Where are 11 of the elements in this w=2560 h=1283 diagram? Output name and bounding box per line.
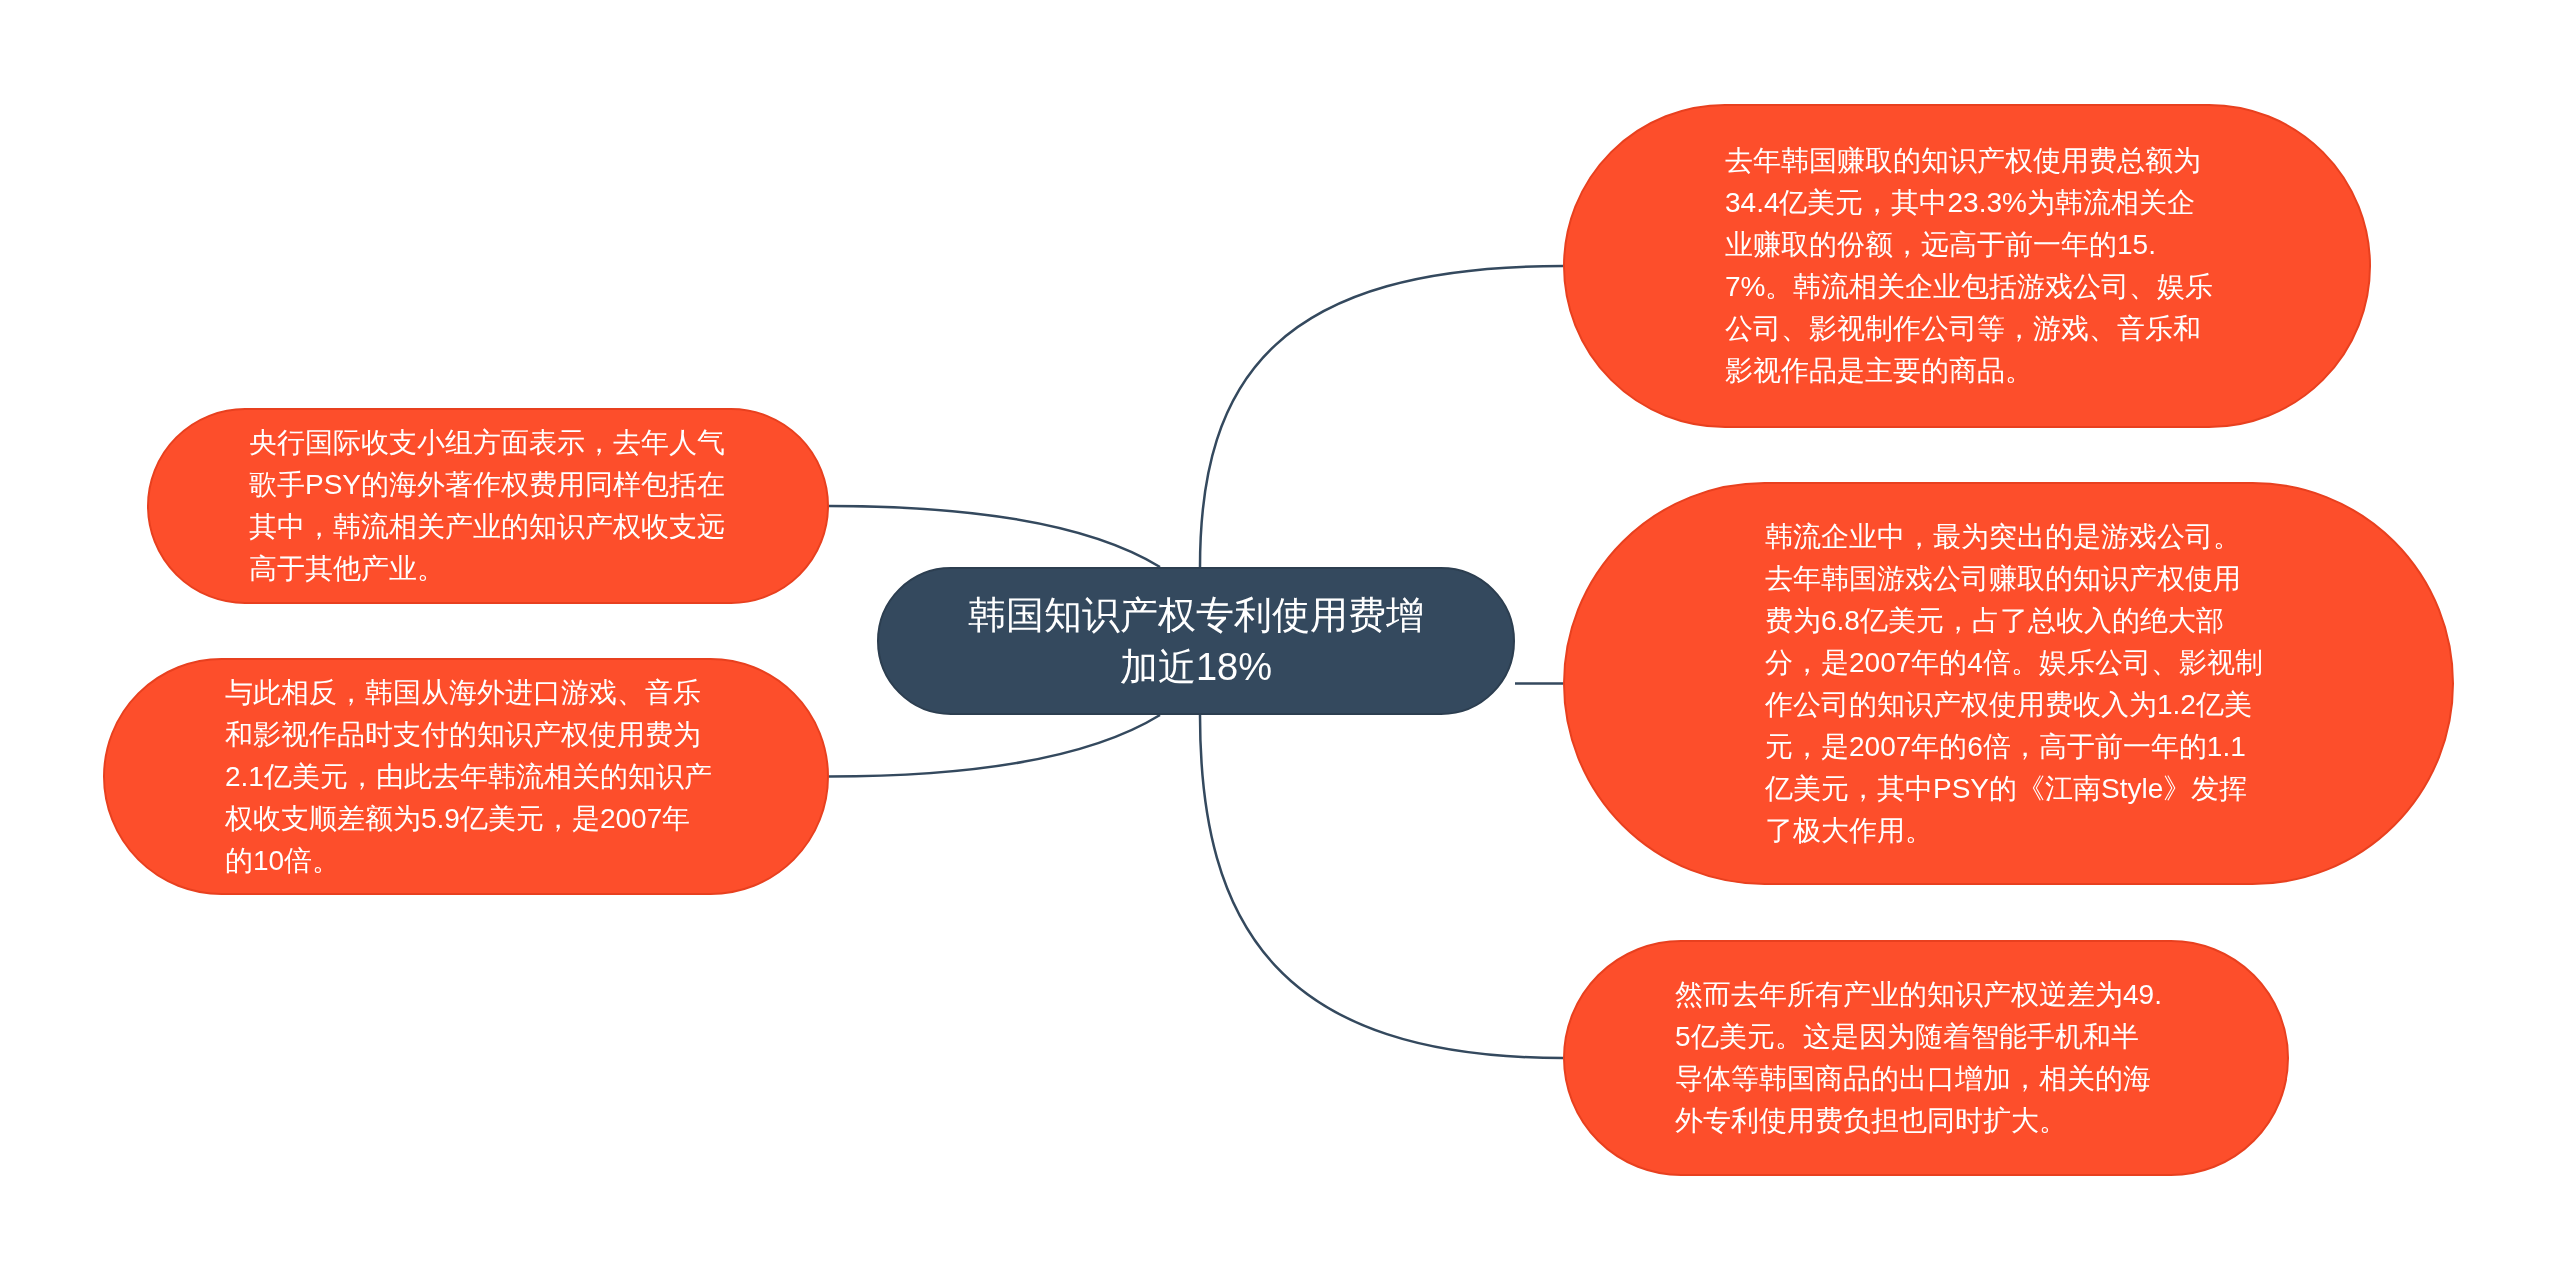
subtopic-text: 与此相反，韩国从海外进口游戏、音乐和影视作品时支付的知识产权使用费为2.1亿美元，由此去年韩流相关的知识产权收支顺差额为5.9亿美元，是2007年的10倍。 [225, 675, 713, 878]
connector-line [1515, 682, 1563, 685]
connector-line [1198, 264, 1564, 568]
central-topic-text: 韩国知识产权专利使用费增加近18% [967, 593, 1425, 690]
subtopic-text: 韩流企业中，最为突出的是游戏公司。去年韩国游戏公司赚取的知识产权使用费为6.8亿美元，占了总收入的绝大部分，是2007年的4倍。娱乐公司、影视制作公司的知识产权使用费收入为1.2亿美元，是2007年的6倍，高于前一年的1.1亿美元，其中PSY的《江南Style》发挥了极大作用。 [1765, 519, 2264, 848]
connector-line [829, 713, 1161, 778]
subtopic-text: 央行国际收支小组方面表示，去年人气歌手PSY的海外著作权费用同样包括在其中，韩流相关产业的知识产权收支远高于其他产业。 [249, 426, 727, 586]
connector-line [829, 504, 1161, 569]
subtopic-text: 然而去年所有产业的知识产权逆差为49.5亿美元。这是因为随着智能手机和半导体等韩国商品的出口增加，相关的海外专利使用费负担也同时扩大。 [1675, 978, 2163, 1138]
connector-line [1198, 714, 1564, 1060]
subtopic-text: 去年韩国赚取的知识产权使用费总额为34.4亿美元，其中23.3%为韩流相关企业赚取的份额，远高于前一年的15.7%。韩流相关企业包括游戏公司、娱乐公司、影视制作公司等，游戏、音乐和影视作品是主要的商品。 [1725, 144, 2215, 388]
